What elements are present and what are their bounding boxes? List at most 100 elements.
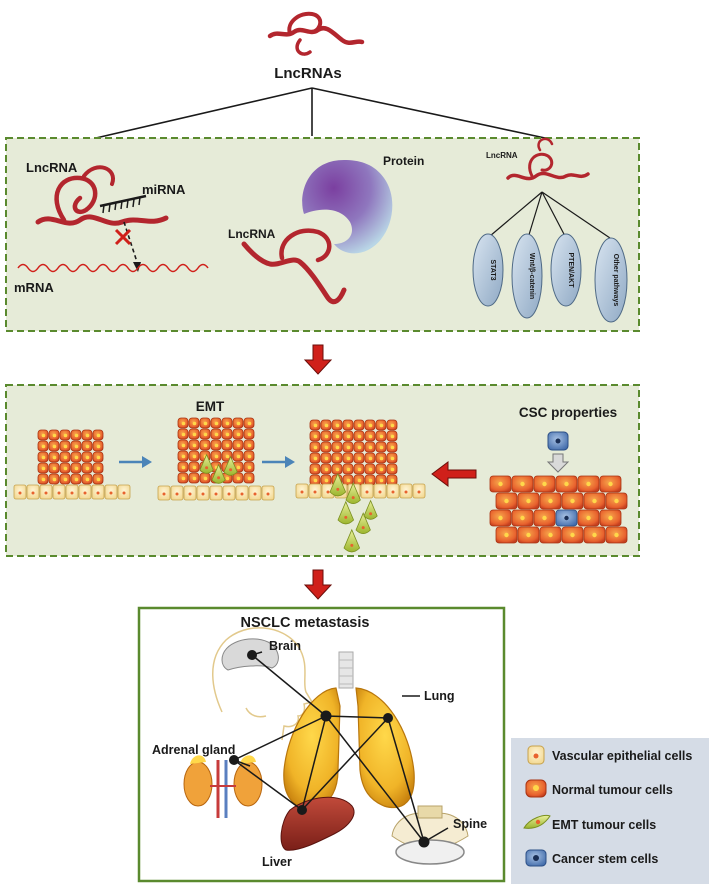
cell-nucleus bbox=[227, 492, 231, 496]
emt-tumour-cell bbox=[363, 499, 378, 520]
cell-nucleus bbox=[357, 434, 362, 439]
cell-nucleus bbox=[335, 467, 340, 472]
cell-nucleus bbox=[74, 433, 79, 438]
cell-nucleus bbox=[225, 443, 230, 448]
cell-nucleus bbox=[181, 421, 186, 426]
down-arrow-2 bbox=[303, 569, 333, 600]
cell-nucleus bbox=[326, 490, 330, 494]
cell-nucleus bbox=[236, 476, 241, 481]
cell-nucleus bbox=[390, 467, 395, 472]
pathway-ellipses bbox=[472, 233, 628, 323]
pathway-wnt bbox=[511, 233, 543, 319]
cell-nucleus bbox=[548, 498, 553, 504]
emt-tumour-cell bbox=[211, 463, 226, 484]
cell-nucleus bbox=[236, 432, 241, 437]
legend-item-vascular: Vascular epithelial cells bbox=[527, 745, 692, 765]
emt-tumour-cell bbox=[329, 472, 347, 497]
cell-nucleus bbox=[203, 432, 208, 437]
cell-nucleus bbox=[96, 433, 101, 438]
organ-lung-label: Lung bbox=[424, 689, 455, 703]
cell-nucleus bbox=[365, 490, 369, 494]
p1-left-lncrna-icon bbox=[35, 165, 169, 226]
cell-nucleus bbox=[162, 492, 166, 496]
legend-item-csc: Cancer stem cells bbox=[525, 849, 658, 867]
emt-tumour-cell bbox=[345, 482, 361, 504]
cell-nucleus bbox=[313, 490, 317, 494]
organ-liver-label: Liver bbox=[262, 855, 292, 869]
metastasis-lines bbox=[233, 651, 449, 843]
grey-down-arrow bbox=[546, 453, 570, 473]
cell-nucleus bbox=[192, 476, 197, 481]
cell-nucleus bbox=[357, 478, 362, 483]
p1-middle-lncrna-icon bbox=[241, 228, 347, 305]
cell-nucleus bbox=[41, 444, 46, 449]
cell-nucleus bbox=[346, 456, 351, 461]
cell-nucleus bbox=[236, 421, 241, 426]
cell-nucleus bbox=[526, 498, 531, 504]
cell-nucleus bbox=[570, 532, 575, 538]
cell-nucleus bbox=[214, 492, 218, 496]
cell-nucleus bbox=[57, 491, 61, 495]
organ-brain-label: Brain bbox=[269, 639, 301, 653]
cell-nucleus bbox=[85, 477, 90, 482]
cell-nucleus bbox=[201, 492, 205, 496]
cell-nucleus bbox=[300, 490, 304, 494]
cell-nucleus bbox=[586, 515, 591, 521]
p1-protein-label: Protein bbox=[383, 154, 424, 168]
cell-nucleus bbox=[192, 443, 197, 448]
cell-nucleus bbox=[369, 512, 373, 516]
cell-nucleus bbox=[390, 445, 395, 450]
cell-nucleus bbox=[346, 445, 351, 450]
cell-nucleus bbox=[247, 454, 252, 459]
down-arrow-1 bbox=[303, 344, 333, 375]
cell-nucleus bbox=[324, 478, 329, 483]
cell-nucleus bbox=[74, 477, 79, 482]
mirna-icon bbox=[99, 194, 147, 214]
tree-lines bbox=[95, 87, 546, 139]
p2-emt-label: EMT bbox=[196, 399, 225, 414]
cell-nucleus bbox=[181, 454, 186, 459]
cell-nucleus bbox=[74, 444, 79, 449]
cell-nucleus bbox=[96, 477, 101, 482]
cell-nucleus bbox=[85, 444, 90, 449]
cell-nucleus bbox=[404, 490, 408, 494]
cell-nucleus bbox=[192, 454, 197, 459]
cell-nucleus bbox=[390, 434, 395, 439]
cell-nucleus bbox=[564, 515, 569, 521]
pathway-other-label: Other pathways bbox=[612, 254, 619, 307]
emt-tumour-cell bbox=[337, 500, 355, 525]
legend-label-vascular: Vascular epithelial cells bbox=[552, 749, 692, 763]
cell-nucleus bbox=[379, 467, 384, 472]
cell-nucleus bbox=[379, 478, 384, 483]
cell-nucleus bbox=[31, 491, 35, 495]
cell-nucleus bbox=[324, 467, 329, 472]
csc-tissue-block bbox=[489, 431, 628, 544]
cell-nucleus bbox=[335, 445, 340, 450]
cell-nucleus bbox=[357, 445, 362, 450]
adrenal-kidney-icon bbox=[183, 755, 263, 818]
pathway-stat3-label: STAT3 bbox=[489, 259, 496, 280]
cell-nucleus bbox=[122, 491, 126, 495]
pathway-pten-akt-label: PTEN/AKT bbox=[567, 253, 574, 289]
top-title: LncRNAs bbox=[274, 65, 342, 82]
cell-nucleus bbox=[548, 532, 553, 538]
cell-nucleus bbox=[96, 466, 101, 471]
emt-tumour-cell bbox=[355, 512, 371, 534]
cell-nucleus bbox=[351, 496, 355, 500]
cell-nucleus bbox=[63, 433, 68, 438]
cell-nucleus bbox=[592, 532, 597, 538]
cell-nucleus bbox=[70, 491, 74, 495]
trachea bbox=[338, 651, 354, 689]
cell-nucleus bbox=[188, 492, 192, 496]
cell-nucleus bbox=[390, 456, 395, 461]
cell-nucleus bbox=[236, 454, 241, 459]
cell-nucleus bbox=[217, 476, 221, 480]
cell-nucleus bbox=[109, 491, 113, 495]
cell-nucleus bbox=[266, 492, 270, 496]
cell-nucleus bbox=[350, 543, 354, 547]
organ-adrenal-label: Adrenal gland bbox=[152, 743, 235, 757]
p1-middle-lncrna-label: LncRNA bbox=[228, 227, 276, 241]
cell-nucleus bbox=[63, 477, 68, 482]
cell-nucleus bbox=[586, 481, 591, 487]
